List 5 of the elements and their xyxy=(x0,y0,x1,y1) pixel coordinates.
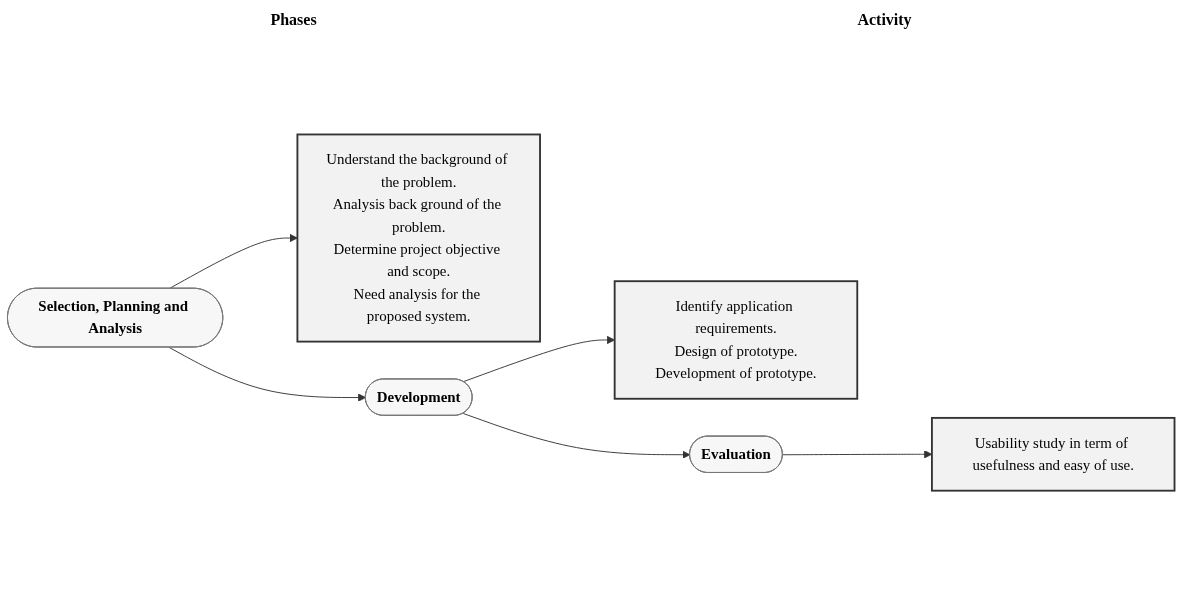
column-heading: Activity xyxy=(857,11,912,29)
node-box: Identify application requirements. Design of prototype. Development of prototype. xyxy=(613,280,859,400)
node-box: Understand the background of the problem. Analysis back ground of the problem. Determine project objective and scope. Need analysis for the proposed system. xyxy=(296,133,541,343)
node-box: Usability study in term of usefulness and easy of use. xyxy=(931,416,1176,492)
column-heading: Phases xyxy=(270,11,317,29)
